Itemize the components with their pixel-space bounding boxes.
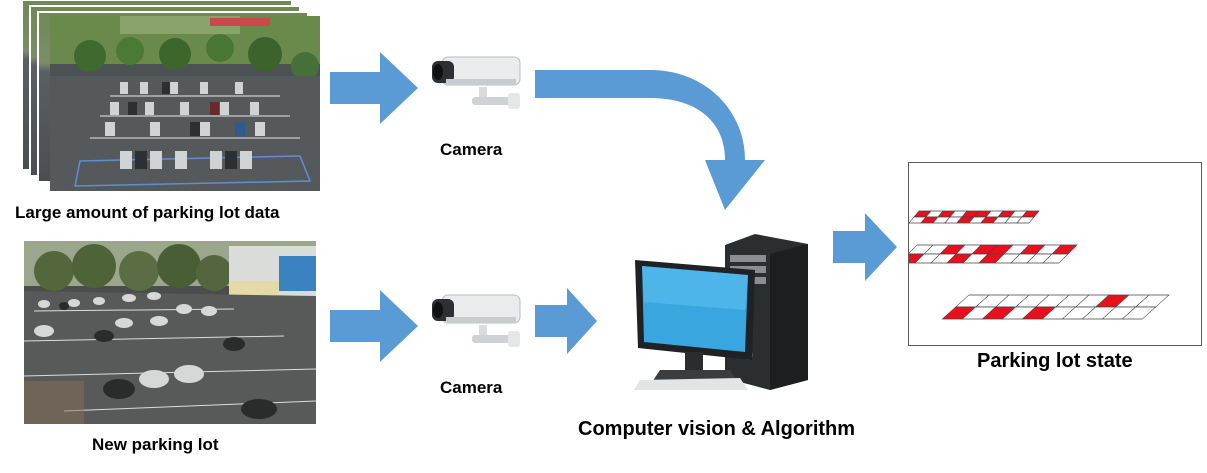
parking-state-label: Parking lot state: [977, 350, 1133, 372]
arrow-to-bottom-camera: [330, 290, 418, 362]
new-lot-photo: [24, 241, 316, 424]
training-data-label: Large amount of parking lot data: [15, 203, 280, 222]
parking-lot-state-panel: [908, 162, 1202, 346]
parking-row-1: [909, 210, 1040, 224]
security-camera-icon: [432, 294, 521, 347]
desktop-computer-icon: [634, 234, 808, 390]
camera-bottom-label: Camera: [440, 378, 503, 397]
arrow-to-top-camera: [330, 52, 418, 124]
camera-top-label: Camera: [440, 140, 503, 159]
training-photo-stack: [22, 0, 322, 195]
parking-row-3: [941, 294, 1170, 320]
new-lot-label: New parking lot: [92, 435, 219, 454]
parking-row-2: [909, 244, 1078, 264]
curved-arrow-top-camera-to-computer: [535, 70, 765, 210]
arrow-bottom-camera-to-computer: [535, 288, 597, 354]
arrow-computer-to-state: [833, 213, 897, 281]
security-camera-icon: [432, 56, 521, 109]
computer-label: Computer vision & Algorithm: [578, 418, 856, 440]
